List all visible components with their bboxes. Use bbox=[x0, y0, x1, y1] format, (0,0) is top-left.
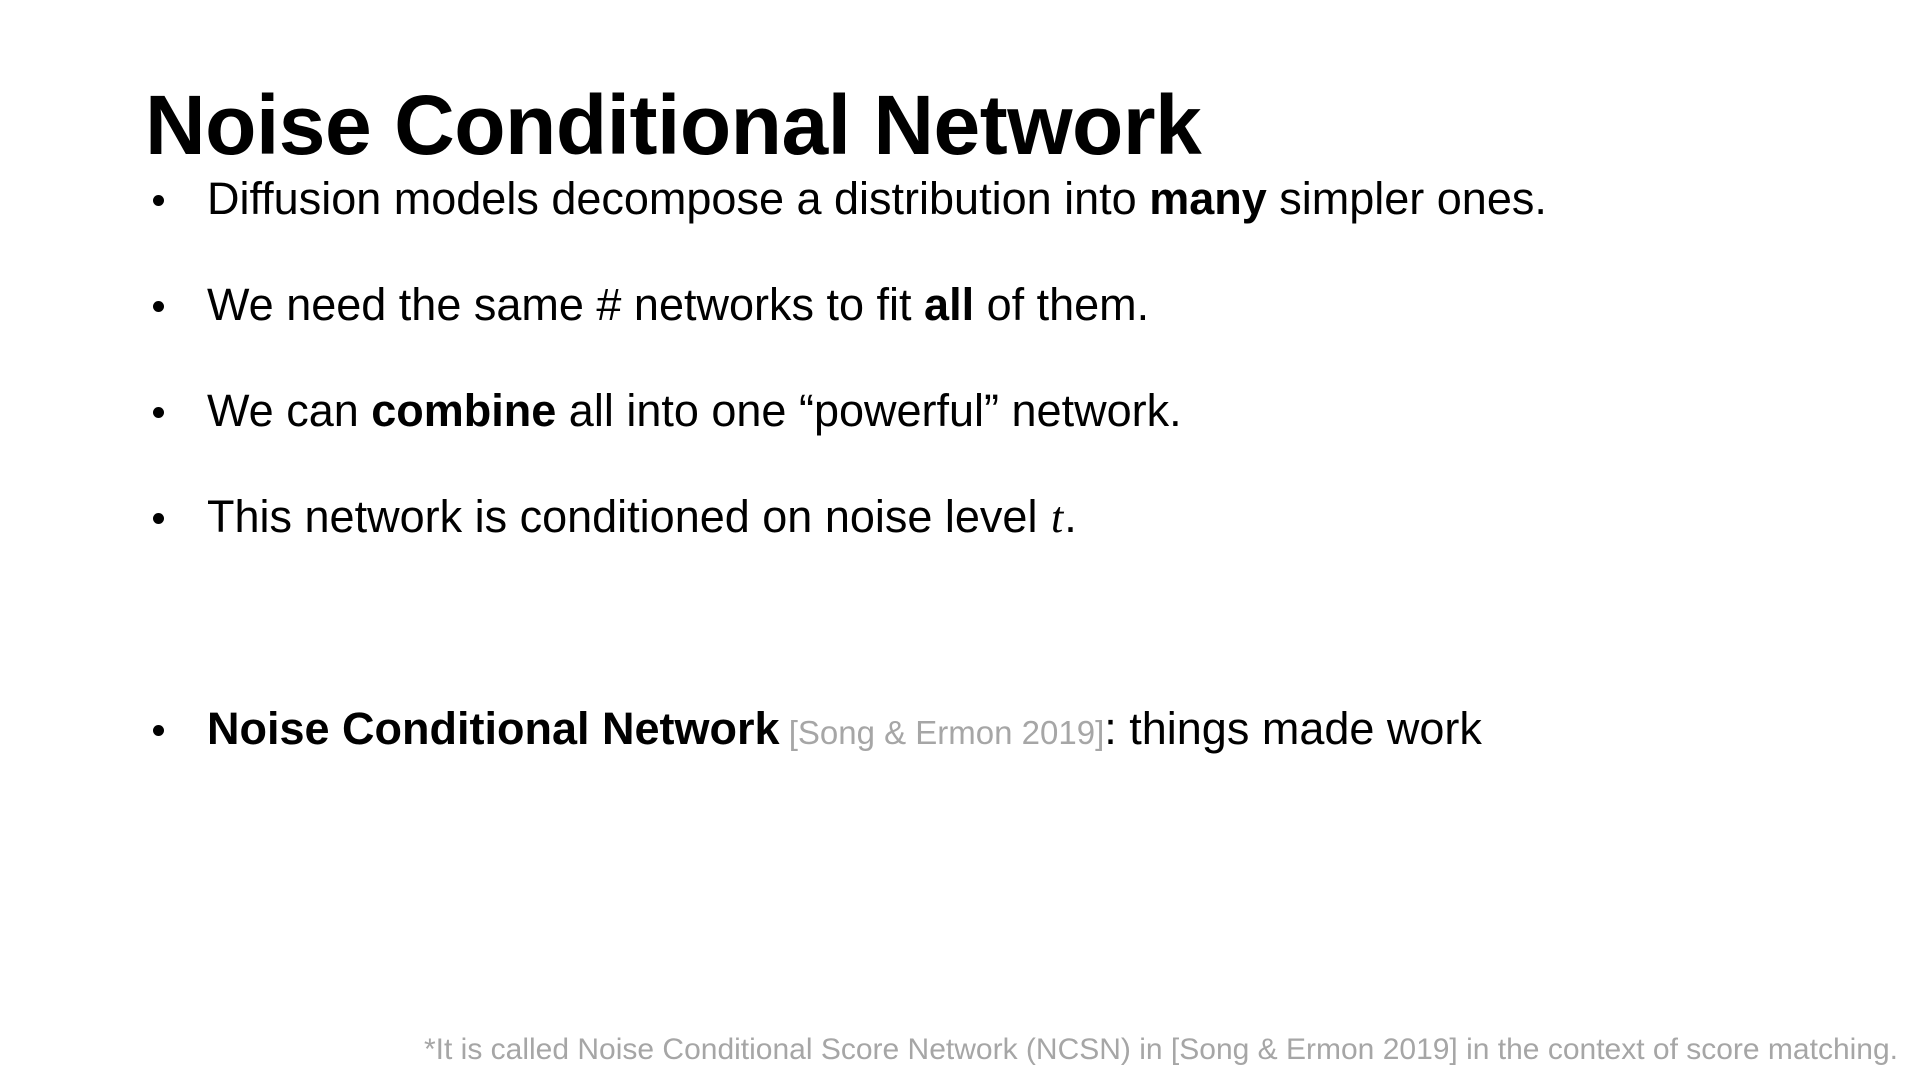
text-run-normal: simpler ones. bbox=[1266, 173, 1547, 224]
bullet-point-icon bbox=[153, 407, 164, 419]
footnote: *It is called Noise Conditional Score Ne… bbox=[423, 1033, 1898, 1066]
bullet-text-0: Diffusion models decompose a distributio… bbox=[207, 173, 1547, 224]
text-run-normal: of them. bbox=[974, 279, 1150, 330]
text-run-normal: We can bbox=[207, 385, 372, 436]
text-run-normal: We need the same # networks to fit bbox=[207, 279, 925, 330]
bullet-text-lead: Noise Conditional Network [Song & Ermon … bbox=[207, 703, 1482, 754]
list-item-highlighted: Noise Conditional Network [Song & Ermon … bbox=[145, 702, 1885, 756]
bullet-text-3: This network is conditioned on noise lev… bbox=[207, 491, 1077, 542]
bullet-point-icon bbox=[153, 195, 164, 207]
bullet-point-icon bbox=[153, 513, 164, 525]
list-item: This network is conditioned on noise lev… bbox=[145, 490, 1885, 544]
list-spacer bbox=[145, 596, 1885, 702]
bullet-list: Diffusion models decompose a distributio… bbox=[145, 172, 1885, 756]
text-run-math: t bbox=[1050, 493, 1064, 542]
text-run-normal: all into one “powerful” network. bbox=[556, 385, 1182, 436]
text-run-normal: Diffusion models decompose a distributio… bbox=[207, 173, 1150, 224]
page-title: Noise Conditional Network bbox=[145, 78, 1202, 173]
bullet-text-1: We need the same # networks to fit all o… bbox=[207, 279, 1149, 330]
bullet-text-2: We can combine all into one “powerful” n… bbox=[207, 385, 1182, 436]
bullet-point-icon bbox=[153, 725, 164, 737]
list-item: Diffusion models decompose a distributio… bbox=[145, 172, 1885, 226]
text-run-bold: Noise Conditional Network bbox=[207, 703, 780, 754]
text-run-bold: all bbox=[924, 279, 975, 330]
bullet-point-icon bbox=[153, 301, 164, 313]
text-run-bold: combine bbox=[371, 385, 557, 436]
text-run-normal: . bbox=[1064, 491, 1077, 542]
text-run-citation: [Song & Ermon 2019] bbox=[779, 714, 1105, 751]
list-item: We need the same # networks to fit all o… bbox=[145, 278, 1885, 332]
text-run-normal: This network is conditioned on noise lev… bbox=[207, 491, 1050, 542]
list-item: We can combine all into one “powerful” n… bbox=[145, 384, 1885, 438]
text-run-normal: : things made work bbox=[1104, 703, 1482, 754]
text-run-bold: many bbox=[1149, 173, 1267, 224]
